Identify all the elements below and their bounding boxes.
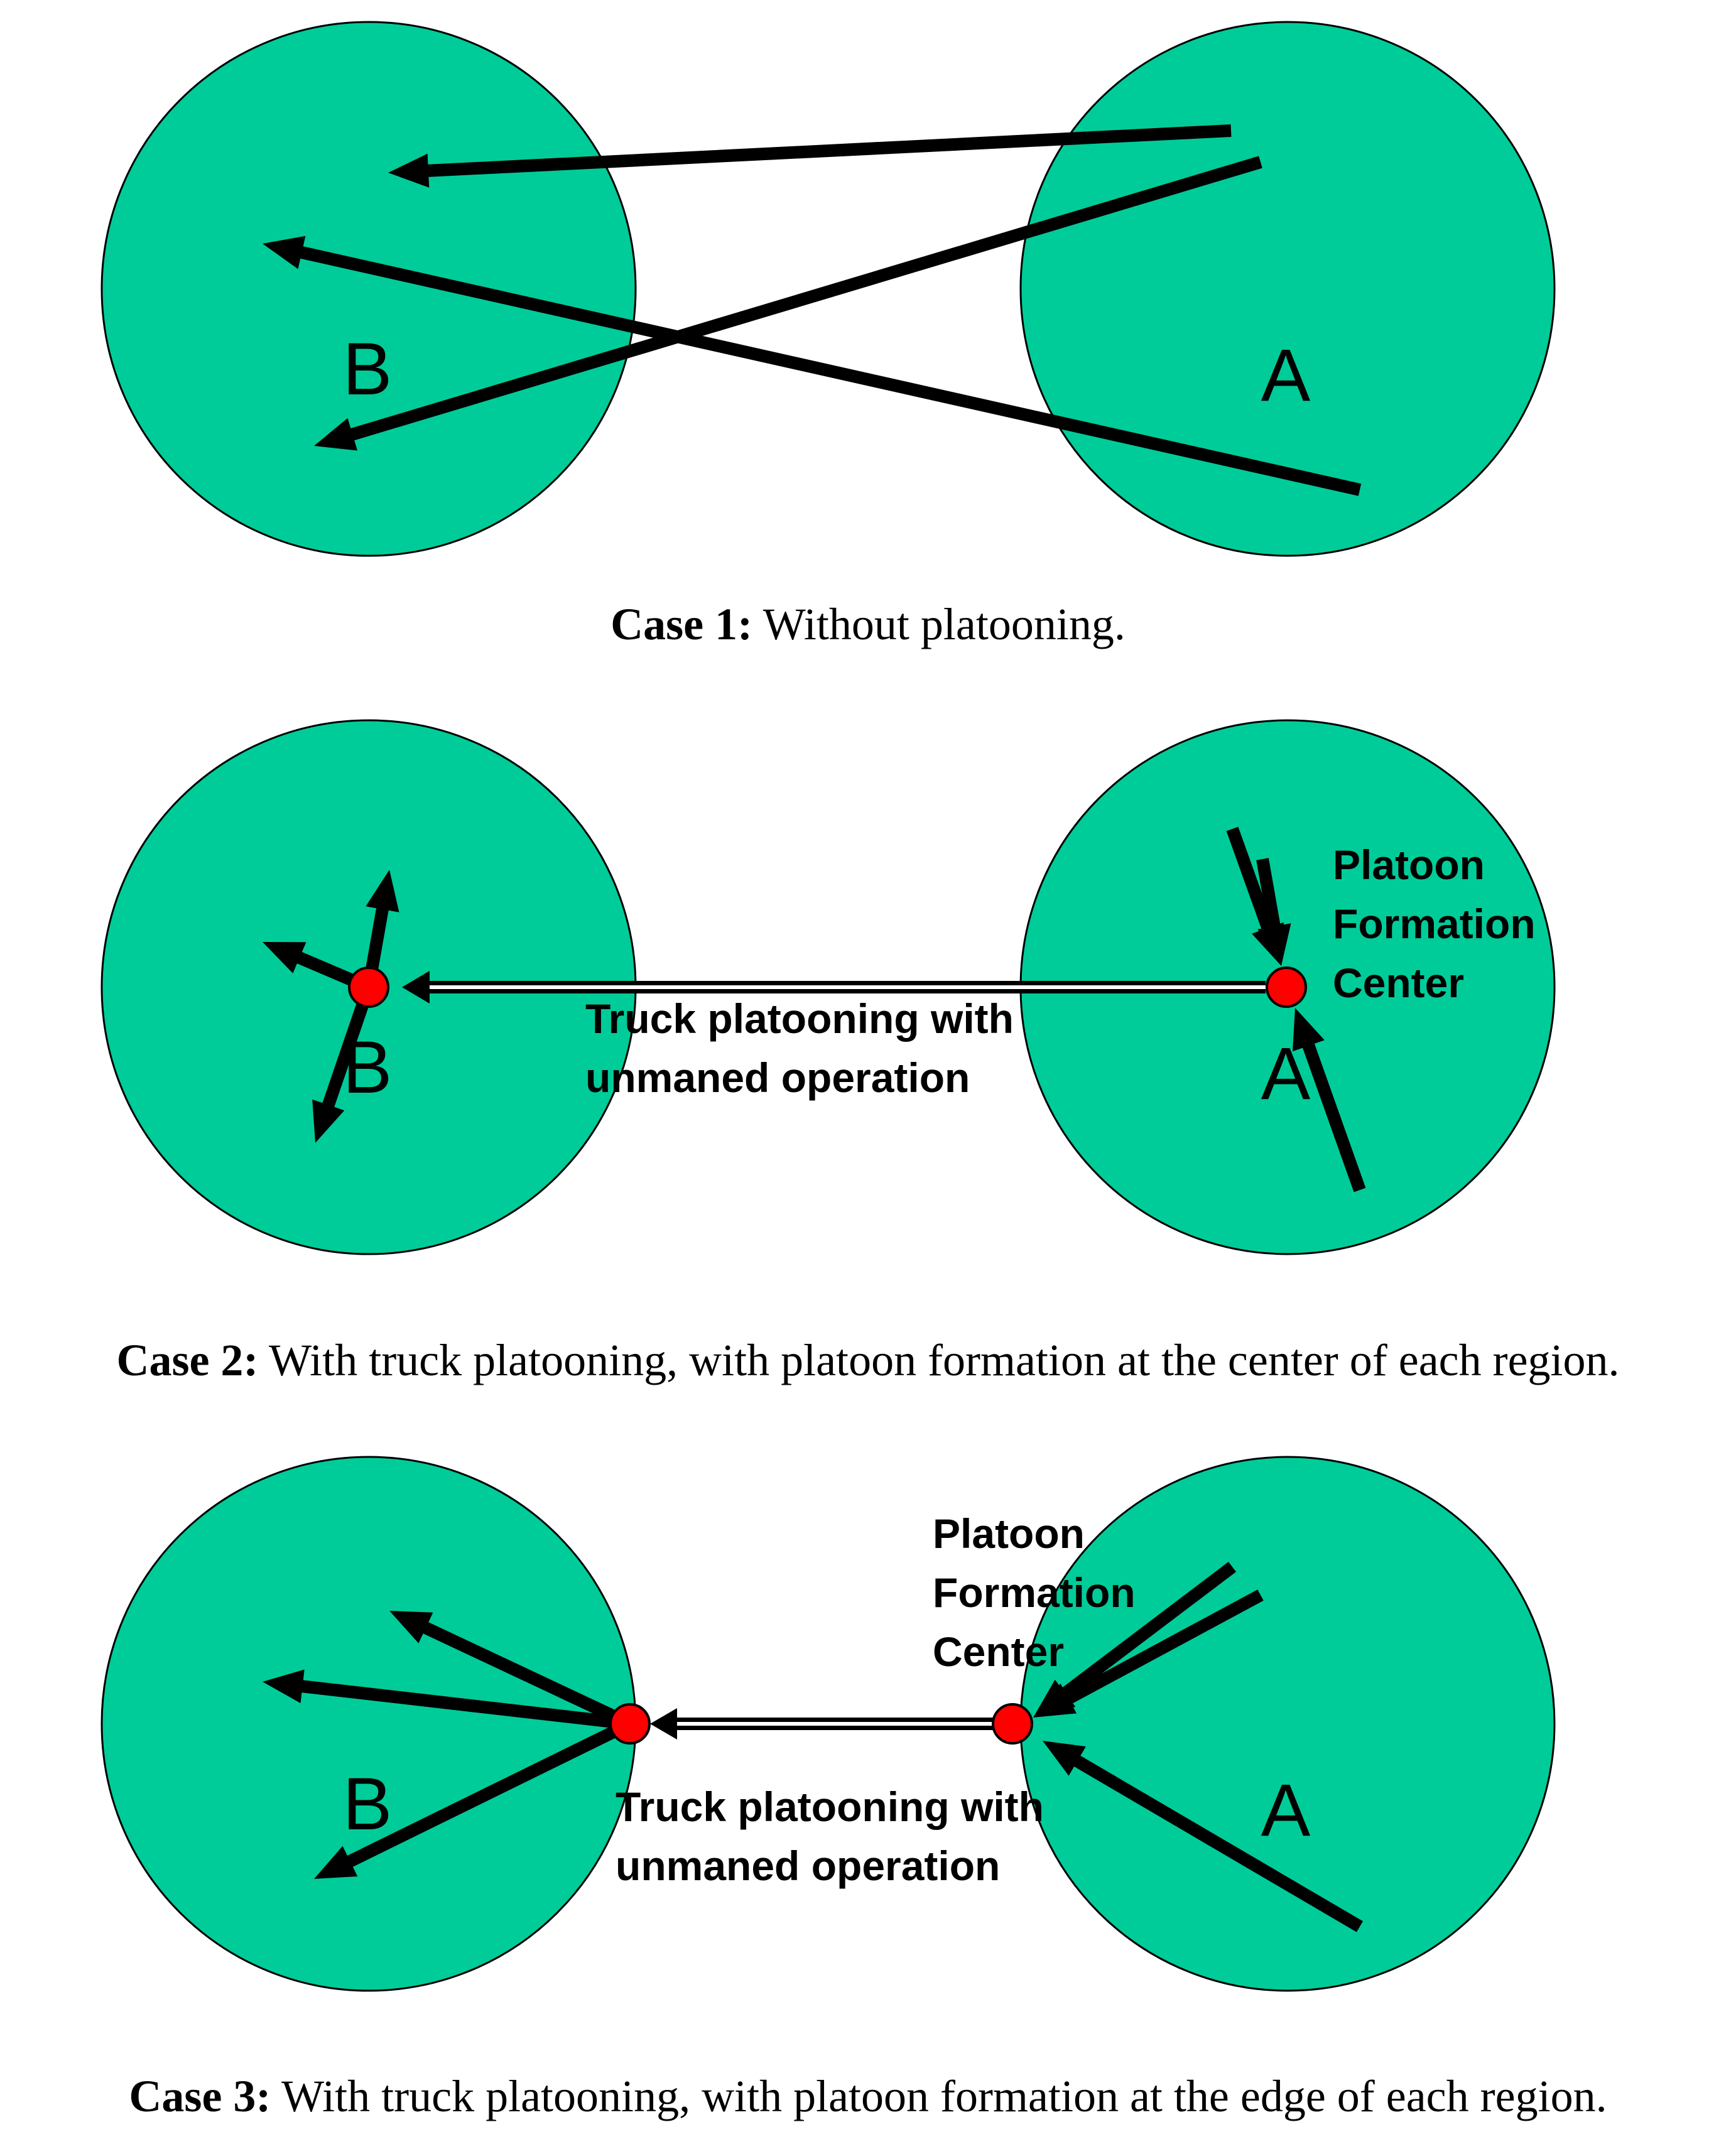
case3-caption: Case 3: With truck platooning, with plat… <box>129 2071 1607 2121</box>
arrowhead <box>314 418 358 451</box>
route-arrow <box>1226 826 1279 946</box>
platooning-route-label: Truck platooning with unmaned operation <box>585 995 1025 1101</box>
platoon-arrowhead <box>650 1708 677 1740</box>
route-arrow <box>285 242 1362 496</box>
route-arrow <box>408 1615 633 1730</box>
case3-distribution-b <box>263 1611 633 1879</box>
arrowhead <box>263 942 307 973</box>
route-arrow <box>411 124 1232 178</box>
case2-feeders-a <box>1226 826 1366 1193</box>
route-arrow <box>1048 1562 1237 1708</box>
case1-routes <box>263 124 1362 496</box>
arrowhead <box>263 1669 305 1704</box>
platoon-formation-center-label: Platoon Formation Center <box>933 1510 1147 1675</box>
region-b-circle <box>100 21 637 557</box>
case3-feeders-a <box>1033 1562 1364 1932</box>
formation-center-a <box>992 1703 1033 1745</box>
route-arrow <box>1051 1589 1264 1712</box>
route-arrow <box>1060 1747 1364 1932</box>
arrowhead <box>314 1846 358 1879</box>
platoon-arrowhead <box>402 971 430 1004</box>
arrowhead <box>312 1099 345 1143</box>
region-a-circle <box>1019 21 1556 557</box>
panel-case1: B A Case 1: Without platooning. <box>100 21 1556 649</box>
arrowhead <box>388 153 430 188</box>
formation-center-b <box>609 1703 651 1745</box>
arrowhead <box>366 870 399 912</box>
region-b-label: B <box>343 328 393 411</box>
region-a-circle <box>1019 1456 1556 1992</box>
arrowhead <box>1043 1741 1086 1776</box>
case2-distribution-b <box>263 870 399 1143</box>
panel-case3: B A Truck platooning with unmaned operat… <box>100 1456 1607 2121</box>
region-b-circle <box>100 1456 637 1992</box>
route-arrow <box>286 1678 631 1730</box>
region-a-label: A <box>1261 334 1311 417</box>
arrowhead <box>263 235 306 269</box>
route-arrow <box>333 1718 633 1875</box>
arrowhead <box>1257 923 1291 966</box>
platoon-route <box>402 971 1266 1004</box>
panel-case2: B A Truck platooning with unmaned operat… <box>100 719 1620 1385</box>
route-arrow <box>1297 1028 1366 1193</box>
region-b-label: B <box>343 1763 393 1846</box>
route-arrow <box>335 156 1262 445</box>
route-arrow <box>317 985 375 1122</box>
case1-caption: Case 1: Without platooning. <box>610 599 1126 649</box>
platoon-route <box>650 1708 1012 1740</box>
case2-caption: Case 2: With truck platooning, with plat… <box>116 1335 1619 1385</box>
formation-center-a <box>1266 966 1307 1008</box>
formation-center-b <box>348 966 389 1008</box>
region-a-label: A <box>1261 1769 1311 1852</box>
platooning-route-label: Truck platooning with unmaned operation <box>616 1783 1055 1889</box>
arrowhead <box>1293 1008 1325 1052</box>
arrowhead <box>389 1611 433 1643</box>
arrowhead <box>1033 1683 1077 1718</box>
platoon-formation-center-label: Platoon Formation Center <box>1333 841 1547 1006</box>
